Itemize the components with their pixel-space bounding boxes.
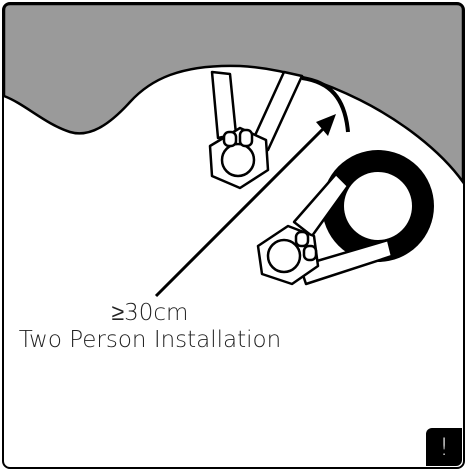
warning-symbol: ! (439, 433, 449, 461)
right-hand-icon (256, 172, 394, 286)
distance-label: ≥30cm (111, 300, 189, 326)
film-line (301, 76, 350, 133)
warning-icon: ! (426, 428, 462, 466)
left-hand-icon (208, 70, 304, 190)
installation-caption: Two Person Installation (18, 327, 282, 353)
film-roll-icon (322, 150, 434, 262)
direction-arrow-icon (154, 114, 336, 298)
